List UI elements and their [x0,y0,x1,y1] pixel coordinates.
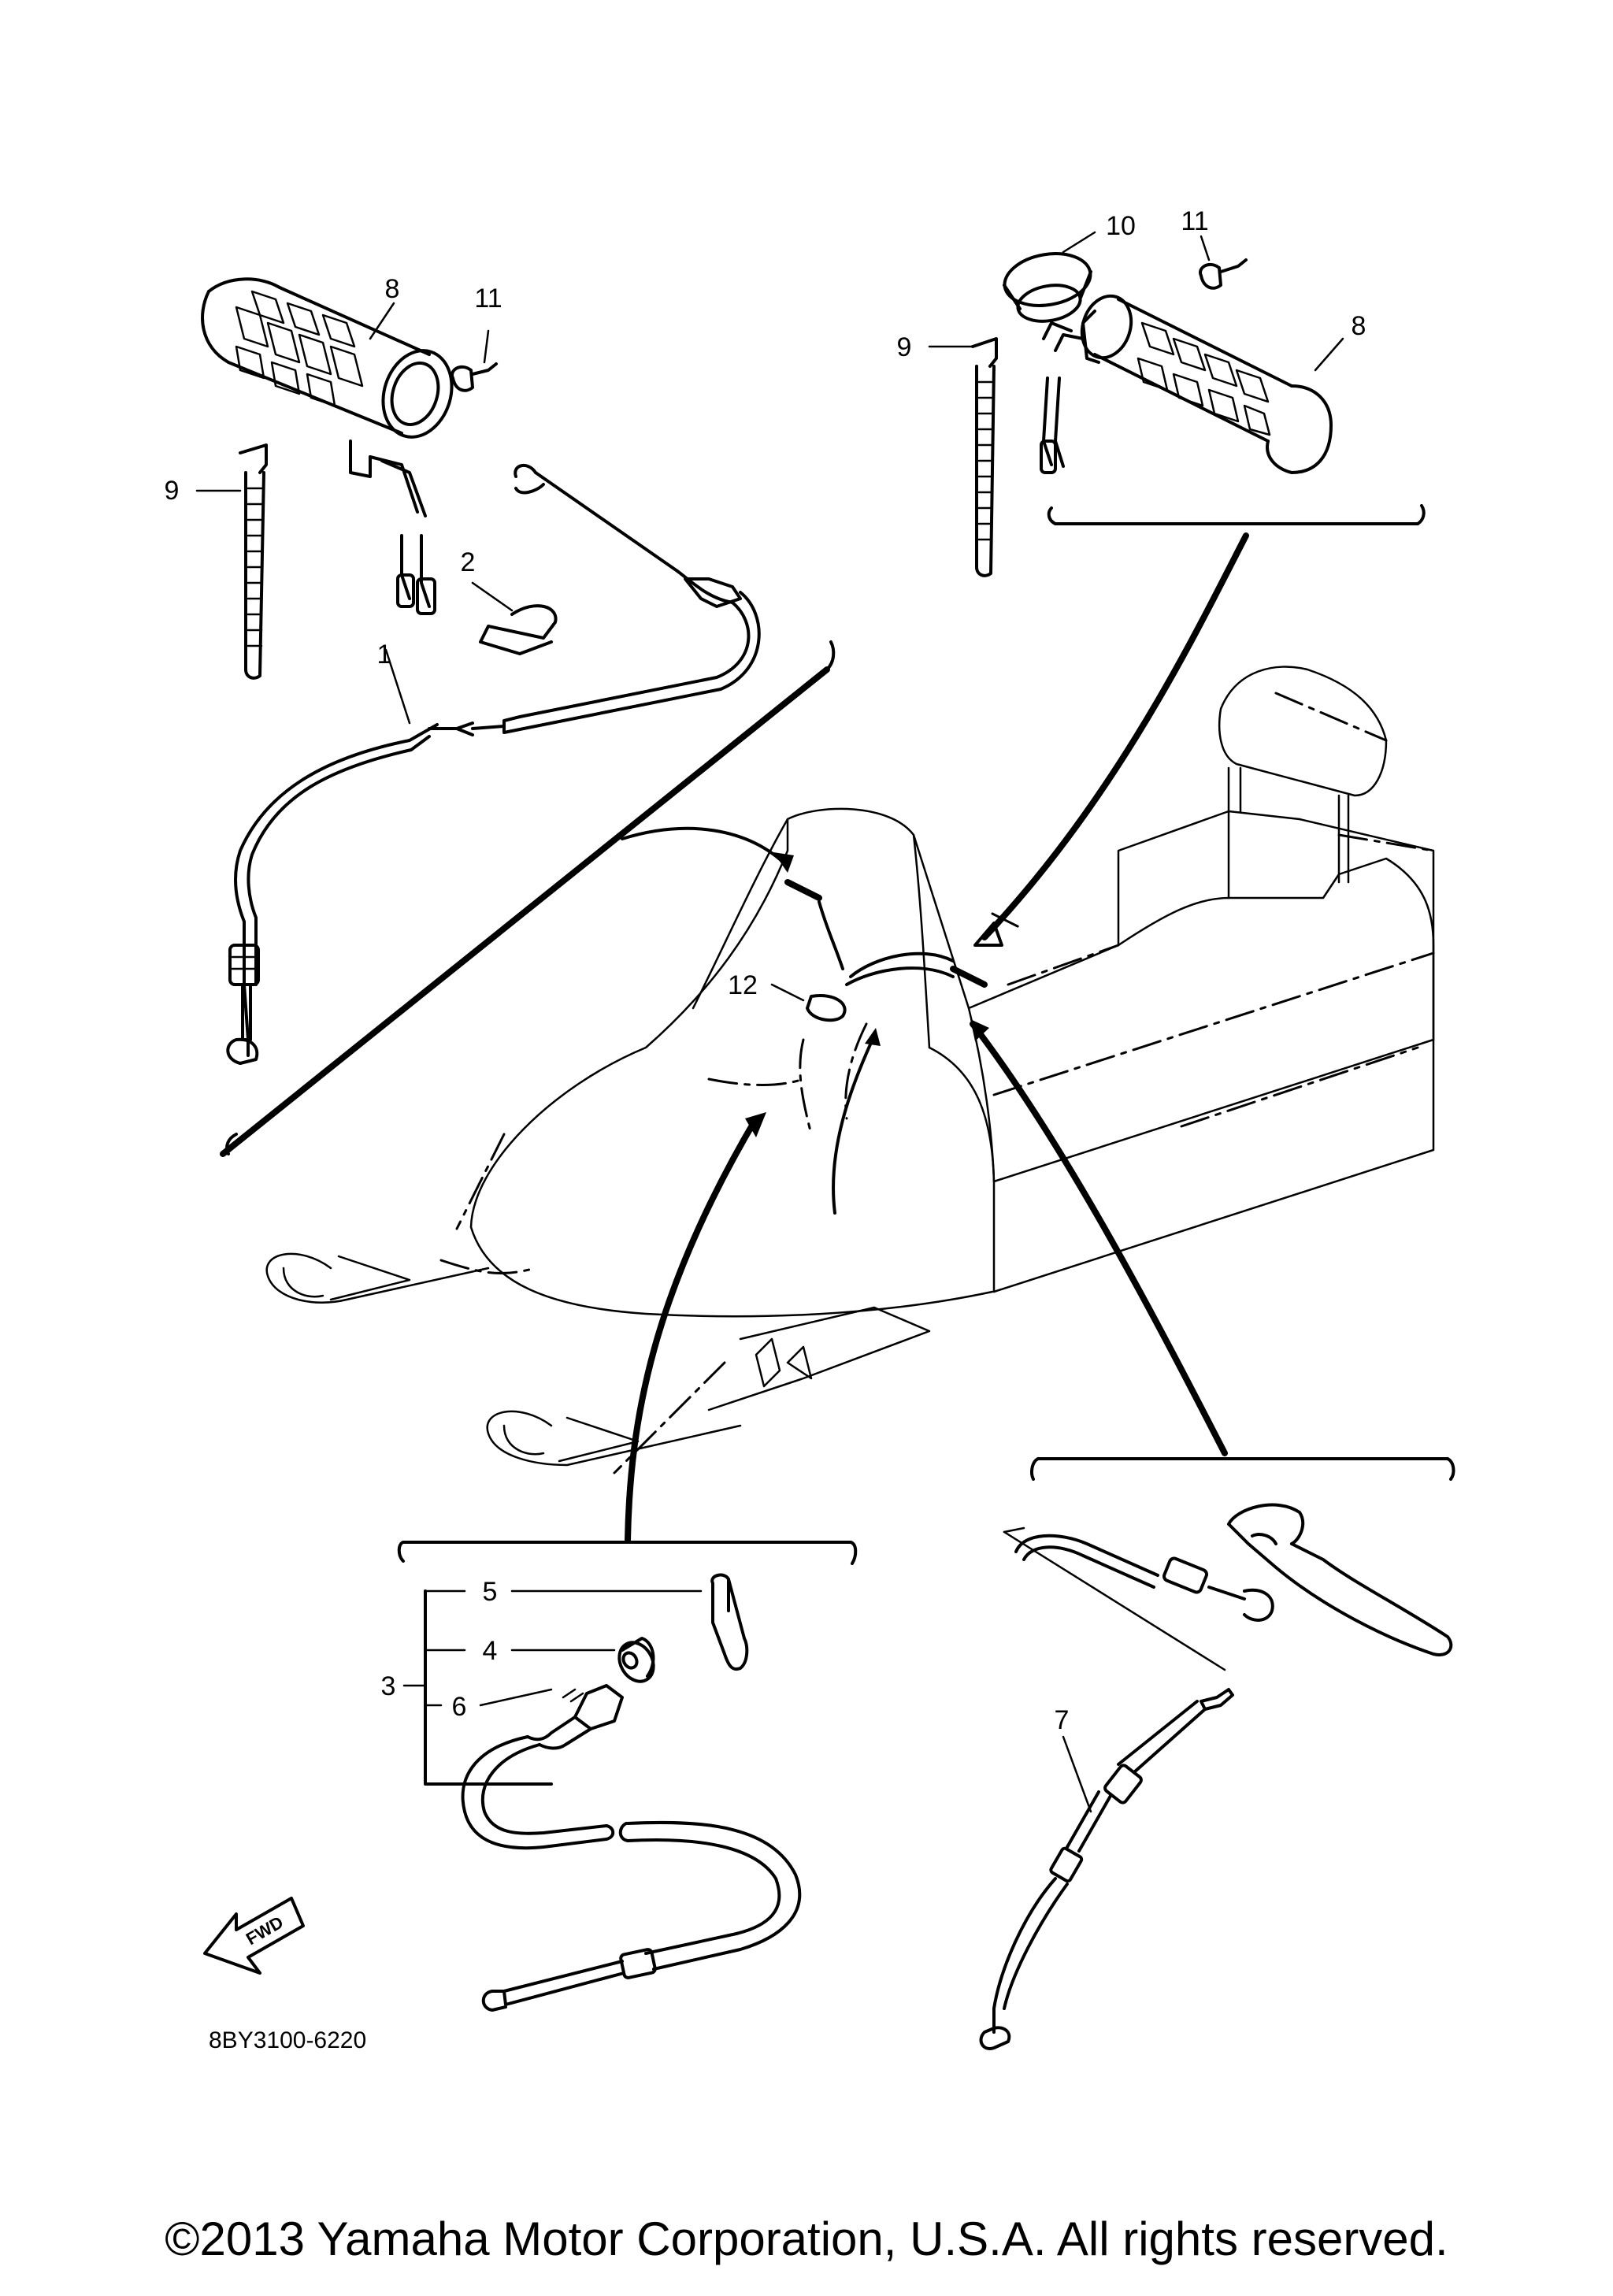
callout-8-right: 8 [1352,311,1366,341]
callout-7: 7 [1055,1705,1070,1735]
callout-11-right: 11 [1181,206,1208,236]
snowmobile-outline [265,666,1435,1474]
leader-lines [220,504,1455,1565]
callout-4: 4 [483,1636,498,1666]
right-cable-tie-9 [928,337,998,577]
grip-end-ring-10 [1003,231,1096,323]
left-screw-11 [451,329,498,392]
copyright-notice: ©2013 Yamaha Motor Corporation, U.S.A. A… [165,2213,1448,2265]
callout-3: 3 [381,1671,396,1701]
choke-cable-assy-3 [402,1573,802,2012]
callout-10: 10 [1106,211,1136,241]
callout-6: 6 [452,1692,467,1722]
fwd-label: FWD [243,1912,287,1949]
left-handlebar-grip [201,277,454,615]
callout-9-right: 9 [897,332,912,362]
callout-8-left: 8 [385,274,400,304]
left-cable-tie-9 [195,443,268,680]
callout-11-left: 11 [474,284,502,313]
brake-lever-and-cable-7 [979,1503,1453,2050]
fwd-arrow-icon: FWD [203,1897,305,1975]
callout-1: 1 [377,640,392,670]
callout-12: 12 [728,970,758,1000]
right-screw-11 [1199,235,1248,290]
leader-12 [770,983,805,1002]
drawing-code: 8BY3100-6220 [209,2027,366,2053]
hook-clip-2 [471,581,558,655]
right-handlebar-grip [1040,294,1333,474]
callout-labels: 8 11 9 2 1 10 11 8 9 12 5 4 3 6 7 [165,206,1366,1735]
callout-5: 5 [483,1577,498,1607]
callout-2: 2 [461,547,476,577]
callout-9-left: 9 [165,476,180,506]
throttle-cable-1 [226,464,761,1065]
